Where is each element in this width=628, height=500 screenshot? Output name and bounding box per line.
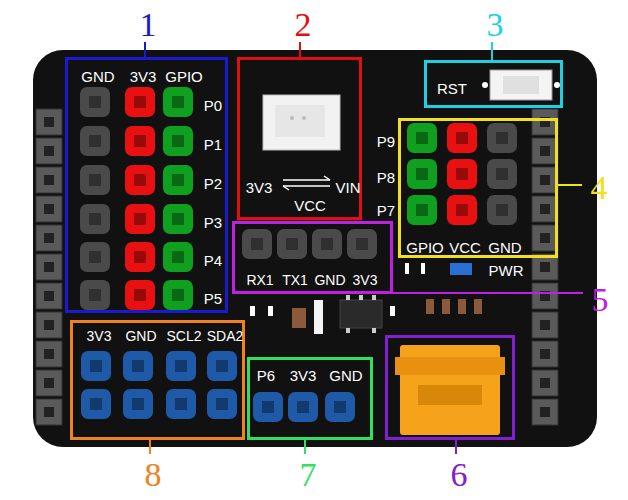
pin-label: P4	[204, 253, 222, 268]
leader-line	[145, 42, 583, 454]
pin-label: P5	[204, 291, 222, 306]
pin-label: VCC	[294, 198, 326, 213]
pin-label: 3V3	[353, 273, 378, 287]
pin-label: GPIO	[406, 240, 444, 255]
reset-button	[482, 70, 560, 100]
pin-label: RX1	[246, 273, 273, 287]
callout-box: 23V3VCCVIN	[237, 57, 362, 220]
pin-label: P3	[204, 215, 222, 230]
usb-connector	[395, 345, 505, 435]
pin-label: VCC	[449, 240, 481, 255]
callout-box: 6	[385, 335, 515, 440]
pin-label: GPIO	[165, 69, 203, 84]
callout-number: 5	[592, 283, 609, 317]
pin-label: GND	[488, 240, 521, 255]
resistor-symbol	[426, 299, 482, 314]
pin-label: SDA2	[207, 329, 244, 343]
pin-label: 3V3	[130, 69, 157, 84]
pin-header	[407, 123, 517, 225]
callout-number: 8	[145, 458, 162, 492]
pin-label: P8	[377, 170, 395, 185]
callout-number: 4	[591, 171, 608, 205]
callout-box: 4P9P8P7GPIOVCCGND	[398, 118, 558, 258]
callout-box: 3RST	[424, 60, 563, 108]
callout-number: 3	[487, 8, 504, 42]
pin-label: GND	[125, 329, 156, 343]
switch-arrows	[283, 176, 330, 190]
pin-label: TX1	[282, 273, 308, 287]
smd-part	[405, 263, 409, 274]
pin-label: RST	[437, 81, 467, 96]
callout-box: 1GND3V3GPIOP0P1P2P3P4P5	[65, 57, 228, 313]
pin-header	[80, 87, 193, 310]
callout-box: 5RX1TX1GND3V3	[232, 221, 393, 294]
capacitor	[250, 300, 395, 334]
pin-header	[253, 392, 355, 422]
ic-chip	[340, 295, 382, 333]
pin-label: SCL2	[166, 329, 201, 343]
pin-label: PWR	[489, 263, 524, 278]
pin-label: 3V3	[246, 180, 273, 195]
pin-header	[242, 229, 377, 259]
board-body	[33, 50, 597, 447]
pin-label: P7	[377, 203, 395, 218]
pin-label: P2	[204, 176, 222, 191]
pin-label: P6	[257, 368, 275, 383]
pin-label: 3V3	[87, 329, 112, 343]
pin-label: GND	[81, 69, 114, 84]
callout-number: 1	[140, 8, 157, 42]
callout-number: 2	[295, 8, 312, 42]
pin-label: P1	[204, 137, 222, 152]
led	[450, 263, 472, 275]
pin-label: P0	[204, 98, 222, 113]
pin-label: 3V3	[290, 368, 317, 383]
callout-number: 6	[451, 458, 468, 492]
pin-label: P9	[377, 134, 395, 149]
smd-part	[421, 263, 425, 274]
callout-box: 83V3GNDSCL2SDA2	[70, 320, 245, 440]
callout-number: 7	[300, 458, 317, 492]
pin-label: VIN	[335, 180, 360, 195]
pin-label: GND	[329, 368, 362, 383]
power-switch	[263, 95, 340, 150]
pin-header	[81, 351, 237, 419]
board: PWR1GND3V3GPIOP0P1P2P3P4P523V3VCCVIN3RST…	[33, 50, 597, 447]
pin-label: GND	[314, 273, 345, 287]
callout-box: 7P63V3GND	[247, 357, 373, 440]
